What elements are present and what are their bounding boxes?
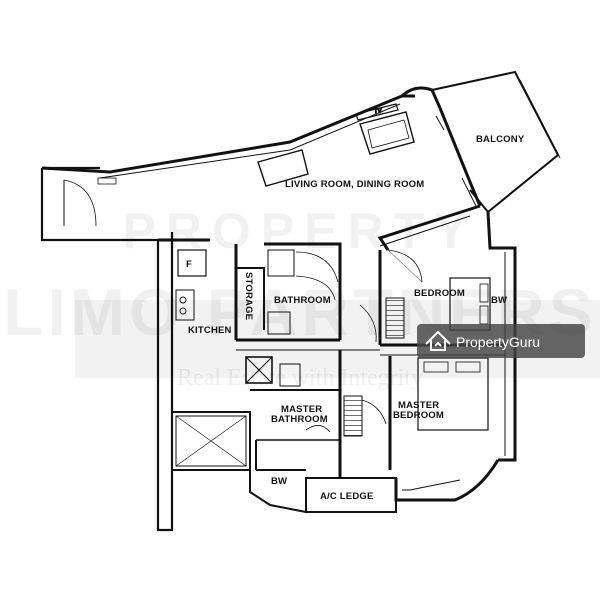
label-master-bedroom-1: MASTER	[398, 400, 439, 411]
propertyguru-logo-icon	[425, 330, 451, 351]
propertyguru-badge: PropertyGuru	[417, 324, 585, 358]
tv-label: TV	[374, 109, 382, 115]
label-bw-bottom: BW	[271, 476, 287, 487]
label-ac-ledge: A/C LEDGE	[320, 491, 374, 502]
label-living-dining: LIVING ROOM, DINING ROOM	[285, 179, 424, 190]
label-bedroom: BEDROOM	[414, 288, 465, 299]
label-master-bathroom-2: BATHROOM	[271, 414, 328, 425]
propertyguru-brand: PropertyGuru	[456, 334, 540, 350]
room-labels: BALCONY LIVING ROOM, DINING ROOM F STORA…	[186, 134, 525, 502]
label-kitchen: KITCHEN	[188, 325, 232, 336]
label-master-bathroom-1: MASTER	[281, 404, 322, 415]
label-bathroom: BATHROOM	[274, 295, 331, 306]
label-bw-right: BW	[491, 295, 507, 306]
label-master-bedroom-2: BEDROOM	[393, 410, 444, 421]
walls	[40, 70, 561, 532]
label-storage: STORAGE	[243, 272, 254, 320]
living-furniture: TV	[63, 103, 477, 227]
label-fridge: F	[186, 259, 192, 270]
label-balcony: BALCONY	[476, 134, 525, 145]
